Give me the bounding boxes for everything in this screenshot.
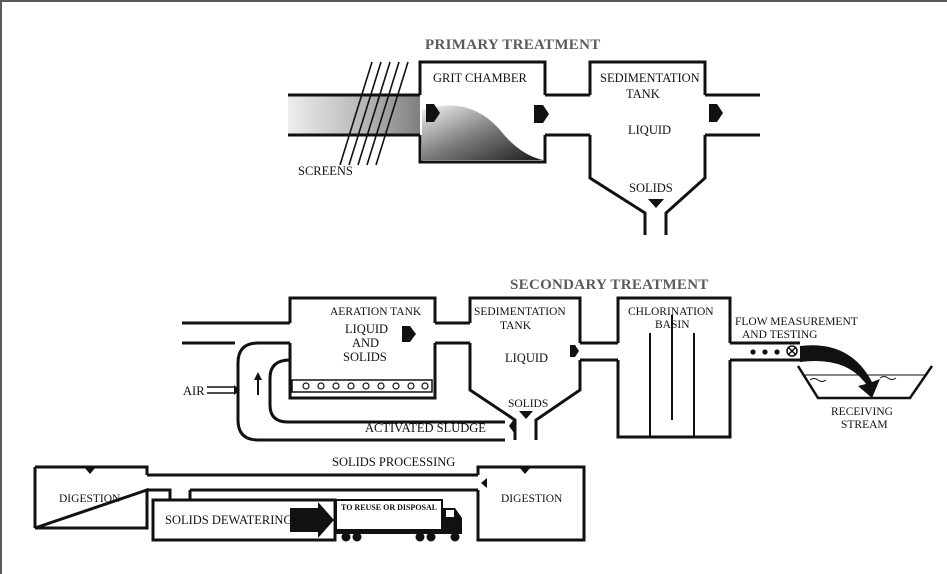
receiving-stream-label-2: STREAM — [841, 419, 888, 431]
up-arrow-icon — [254, 372, 262, 380]
secondary-solids-label: SOLIDS — [508, 398, 548, 410]
primary-liquid-label: LIQUID — [628, 123, 671, 137]
truck-sign-label: TO REUSE OR DISPOSAL — [341, 503, 437, 512]
digester-connector-pipe — [147, 473, 478, 500]
down-arrow-icon — [648, 199, 664, 208]
flow-arrow-icon — [402, 326, 416, 342]
flow-arrow-icon — [709, 104, 723, 122]
frame-top-border — [0, 0, 947, 2]
secondary-inlet-pipe — [182, 321, 290, 345]
secondary-treatment-heading: SECONDARY TREATMENT — [510, 277, 709, 293]
flow-arrow-icon — [426, 104, 440, 122]
truck-icon — [335, 499, 462, 542]
digestion-right-label: DIGESTION — [501, 493, 563, 505]
grit-chamber-label: GRIT CHAMBER — [433, 71, 528, 85]
primary-solids-label: SOLIDS — [629, 181, 673, 195]
solids-processing-section: SOLIDS PROCESSING DIGESTION DIGESTION SO… — [33, 455, 586, 542]
aeration-liquid-label: LIQUID — [345, 322, 388, 336]
down-arrow-icon — [519, 411, 533, 419]
secondary-treatment-section: SECONDARY TREATMENT AERATION TANK LIQUID… — [182, 277, 934, 442]
chlorination-inlet-pipe — [580, 341, 618, 362]
primary-sed-tank-label-2: TANK — [626, 87, 660, 101]
secondary-liquid-label: LIQUID — [505, 351, 548, 365]
chlorination-label-2: BASIN — [655, 319, 690, 331]
activated-sludge-label: ACTIVATED SLUDGE — [365, 421, 486, 435]
down-arrow-icon — [84, 467, 96, 474]
receiving-stream-label-1: RECEIVING — [831, 406, 893, 418]
aeration-and-label: AND — [352, 336, 379, 350]
aeration-solids-label: SOLIDS — [343, 350, 387, 364]
air-label: AIR — [183, 384, 205, 398]
right-arrow-icon — [234, 385, 240, 395]
left-arrow-icon — [481, 478, 487, 488]
flow-arrow-icon — [534, 105, 549, 123]
secondary-sed-tank-label-1: SEDIMENTATION — [474, 306, 566, 318]
primary-sed-tank-label-1: SEDIMENTATION — [600, 71, 700, 85]
receiving-stream-basin — [796, 365, 934, 400]
left-arrow-icon — [509, 419, 514, 433]
screens-bars — [339, 61, 409, 166]
screens-label: SCREENS — [298, 164, 353, 178]
primary-treatment-section: PRIMARY TREATMENT SCREENS GRIT CHAMBER — [288, 37, 760, 235]
primary-connector-pipe — [545, 93, 590, 137]
flow-measurement-label-2: AND TESTING — [742, 329, 818, 341]
down-arrow-icon — [519, 467, 531, 474]
solids-dewatering-label: SOLIDS DEWATERING — [165, 513, 292, 527]
primary-treatment-heading: PRIMARY TREATMENT — [425, 37, 601, 53]
chlorination-basin — [616, 296, 732, 439]
chlorination-label-1: CHLORINATION — [628, 306, 714, 318]
flow-measurement-label-1: FLOW MEASUREMENT — [735, 316, 858, 328]
aeration-tank-label: AERATION TANK — [330, 306, 422, 318]
grit-chamber — [418, 60, 547, 164]
right-digestion-tank — [476, 465, 586, 542]
left-digestion-tank — [33, 465, 149, 530]
secondary-sedimentation-tank — [468, 296, 582, 440]
primary-outflow-pipe — [705, 93, 760, 137]
aeration-tank — [288, 296, 437, 400]
flow-arrow-icon — [570, 345, 579, 357]
secondary-connector-pipe — [435, 321, 470, 345]
primary-sedimentation-tank — [588, 60, 707, 235]
discharge-arrow-icon — [800, 345, 880, 398]
flow-measurement-pipe — [730, 341, 800, 362]
air-input — [207, 385, 240, 395]
primary-inflow-pipe — [288, 93, 420, 137]
diffuser-bubbles — [302, 382, 429, 390]
secondary-sed-tank-label-2: TANK — [500, 320, 532, 332]
frame-left-border — [0, 0, 2, 574]
solids-processing-heading: SOLIDS PROCESSING — [332, 455, 455, 469]
digestion-left-label: DIGESTION — [59, 493, 121, 505]
flow-arrow-icon — [290, 502, 334, 538]
